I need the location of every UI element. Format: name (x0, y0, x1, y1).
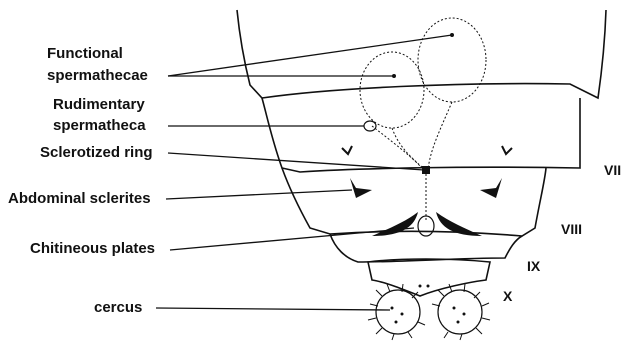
leader-abdominal-sclerites (166, 190, 352, 199)
vii-mark-right (502, 146, 512, 154)
label-abdominal-sclerites: Abdominal sclerites (8, 189, 151, 208)
label-chitineous-plates: Chitineous plates (30, 239, 155, 258)
leader-cercus (156, 308, 390, 310)
segment-label-x: X (503, 288, 512, 304)
segment-vii-outline (237, 10, 606, 98)
abdominal-sclerite-right (480, 178, 502, 198)
segment-vii-left-edge (262, 98, 580, 172)
segment-label-vii: VII (604, 162, 621, 178)
segment-label-ix: IX (527, 258, 540, 274)
vii-mark-left (342, 146, 352, 154)
label-rudimentary-line2: spermatheca (53, 116, 146, 135)
label-cercus: cercus (94, 298, 142, 317)
leader-chitineous-plates (170, 228, 414, 250)
rudimentary-spermatheca (364, 121, 376, 131)
label-rudimentary-line1: Rudimentary (53, 95, 145, 114)
leader-functional-a (168, 35, 452, 76)
label-functional-line2: spermathecae (47, 66, 148, 85)
segment-label-viii: VIII (561, 221, 582, 237)
functional-spermatheca-left (360, 52, 424, 128)
x-dot (427, 285, 430, 288)
cercus-right (432, 284, 490, 340)
x-dot (419, 285, 422, 288)
segment-x-outline (368, 259, 490, 296)
segment-viii-outline (282, 168, 546, 236)
leader-sclerotized-ring (168, 153, 424, 170)
segment-ix-outline (330, 234, 522, 262)
abdominal-sclerite-left (350, 178, 372, 198)
functional-spermatheca-right (418, 18, 486, 102)
cercus-left (368, 284, 425, 340)
spermatheca-ducts (372, 102, 452, 170)
label-sclerotized-ring: Sclerotized ring (40, 143, 153, 162)
label-functional-line1: Functional (47, 44, 123, 63)
